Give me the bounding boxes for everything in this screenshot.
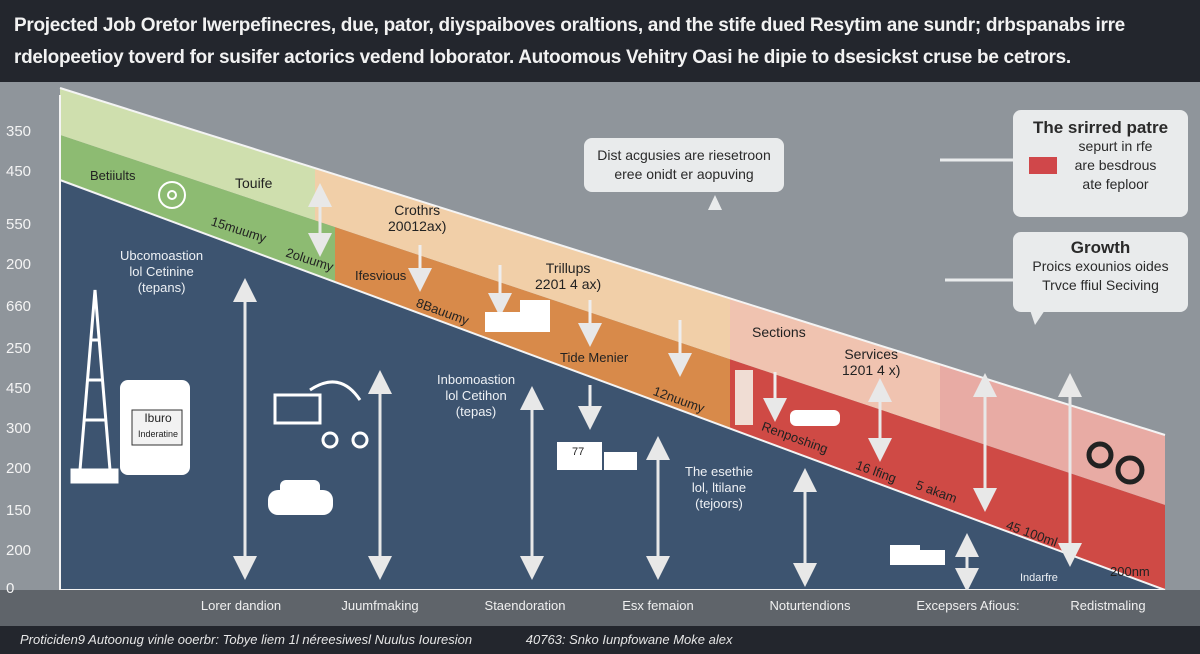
y-tick-label: 660 xyxy=(6,298,32,315)
label-betiiults: Betiiults xyxy=(90,168,136,183)
truck-icon xyxy=(557,442,637,470)
x-axis-band xyxy=(0,590,1200,626)
y-tick-label: 200 xyxy=(6,542,32,559)
label-touife: Touife xyxy=(235,175,273,191)
x-tick-label: Redistmaling xyxy=(1070,598,1146,613)
x-tick-label: Noturtendions xyxy=(769,598,851,613)
x-tick-label: Esx femaion xyxy=(622,598,694,613)
label-ifesvious: Ifesvious xyxy=(355,268,407,283)
footer: Proticiden9 Autoonug vinle ooerbr: Tobye… xyxy=(0,626,1200,654)
label-indarfre: Indarfre xyxy=(1020,572,1058,584)
y-tick-label: 450 xyxy=(6,163,32,180)
range-arrows xyxy=(233,183,1082,592)
eye-icon xyxy=(158,181,186,209)
infographic-chart: Betiiults Touife 15muumy 2oluumy Ubcomoa… xyxy=(0,82,1200,592)
car-icon xyxy=(268,480,333,515)
label-200nm: 200nm xyxy=(1110,564,1150,579)
header-title: Projected Job Oretor Iwerpefinecres, due… xyxy=(0,0,1200,82)
y-tick-label: 200 xyxy=(6,256,32,273)
y-tick-label: 350 xyxy=(6,123,32,140)
footer-left: Proticiden9 Autoonug vinle ooerbr: Tobye… xyxy=(20,632,473,647)
pillar-icon xyxy=(735,370,753,425)
x-tick-label: Excepsers Afious: xyxy=(916,598,1020,613)
y-tick-label: 200 xyxy=(6,460,32,477)
footer-right: 40763: Snko Iunpfowane Moke alex xyxy=(525,632,733,647)
legend-swatch-red xyxy=(1029,157,1057,174)
label-sections: Sections xyxy=(752,324,806,340)
y-tick-label: 0 xyxy=(6,580,15,597)
y-tick-label: 250 xyxy=(6,340,32,357)
truck-number: 77 xyxy=(572,446,585,458)
hand-device-icon xyxy=(120,380,190,475)
tower-icon xyxy=(70,289,119,484)
car-small-icon xyxy=(790,410,840,426)
y-tick-label: 550 xyxy=(6,216,32,233)
label-tide-menier: Tide Menier xyxy=(560,350,629,365)
delivery-icon xyxy=(890,545,945,565)
header-line-1: Projected Job Oretor Iwerpefinecres, due… xyxy=(14,15,1125,36)
trucks-icon xyxy=(485,300,550,332)
legend-box: The srirred patre sepurt in rfe are besd… xyxy=(1013,110,1188,217)
y-tick-label: 450 xyxy=(6,380,32,397)
x-tick-label: Staendoration xyxy=(484,598,566,613)
x-tick-label: Juumfmaking xyxy=(341,598,419,613)
y-tick-label: 300 xyxy=(6,420,32,437)
y-tick-label: 150 xyxy=(6,502,32,519)
x-tick-label: Lorer dandion xyxy=(200,598,282,613)
gears-icon xyxy=(1086,441,1145,485)
conveyor-icon xyxy=(273,380,369,449)
header-line-2: rdelopeetioy toverd for susifer actorics… xyxy=(14,47,1071,68)
